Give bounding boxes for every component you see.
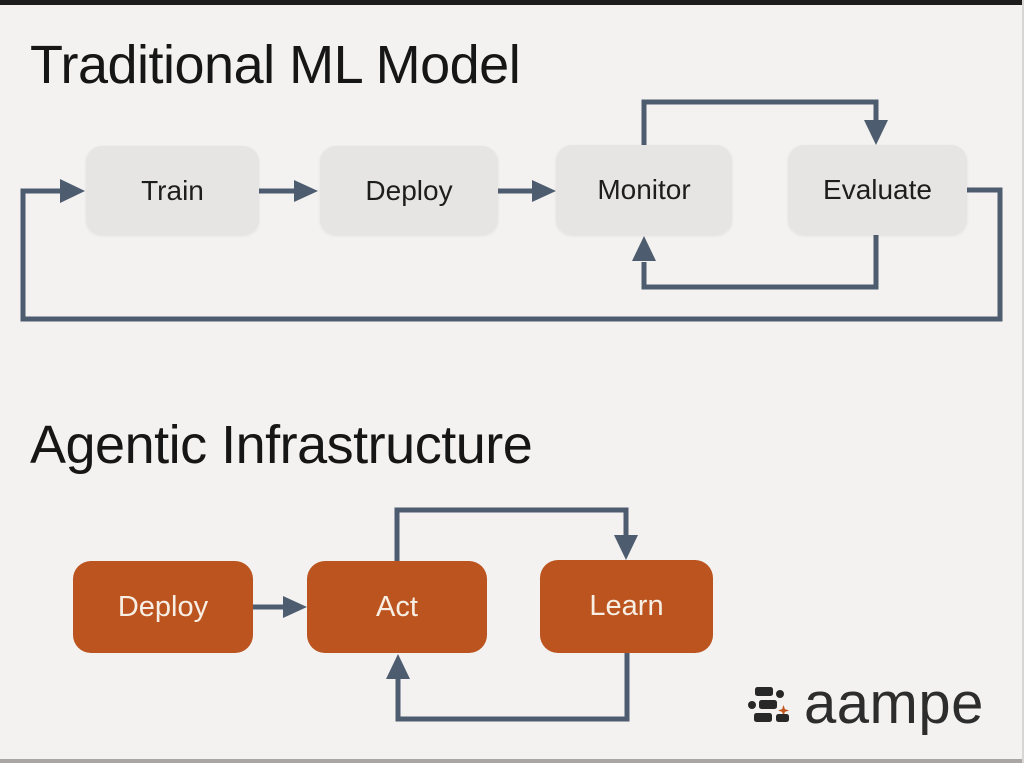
node-deploy-traditional: Deploy [320,146,498,235]
node-deploy-agentic: Deploy [73,561,253,653]
bottom-edge-strip [0,759,1024,763]
section-title-agentic-infrastructure: Agentic Infrastructure [30,415,533,475]
logo-block-3 [754,713,772,722]
aampe-wordmark: aampe [804,671,984,736]
logo-dot-2 [748,701,756,709]
arrowhead-monitor-evaluate [864,120,888,145]
edge-act-learn-loop [394,507,629,561]
logo-block-2 [759,700,777,709]
logo-sparkle-icon [778,705,789,716]
arrowhead-deployagent-act [283,596,307,618]
arrowhead-deploy-monitor [532,180,556,202]
node-act-label: Act [376,590,418,623]
node-train-label: Train [141,174,204,206]
top-edge-strip [0,0,1024,5]
node-act: Act [307,561,487,653]
arrowhead-train-deploy [294,180,318,202]
node-monitor-label: Monitor [597,174,691,205]
node-train: Train [86,146,259,235]
node-evaluate-label: Evaluate [823,174,932,205]
arrowhead-act-learn [614,535,638,560]
arrowhead-learn-act [386,654,410,679]
aampe-logo-icon [746,683,791,725]
logo-dot-1 [776,690,784,698]
node-learn: Learn [540,560,713,653]
edge-evaluate-monitor-loop [641,235,879,290]
edge-monitor-evaluate-loop [641,99,879,146]
arrowhead-evaluate-monitor [632,236,656,261]
node-deploy-agentic-label: Deploy [117,590,209,623]
node-deploy-traditional-label: Deploy [365,174,453,206]
arrowhead-evaluate-train [60,179,85,203]
node-learn-label: Learn [589,590,664,622]
logo-block-1 [755,687,773,696]
logo-block-4 [776,714,789,722]
edge-learn-act-loop [395,653,630,722]
aampe-logo: aampe [746,671,984,736]
right-edge-strip [1022,0,1024,763]
node-monitor: Monitor [556,145,732,235]
node-evaluate: Evaluate [788,145,967,235]
section-title-traditional-ml: Traditional ML Model [30,35,521,95]
